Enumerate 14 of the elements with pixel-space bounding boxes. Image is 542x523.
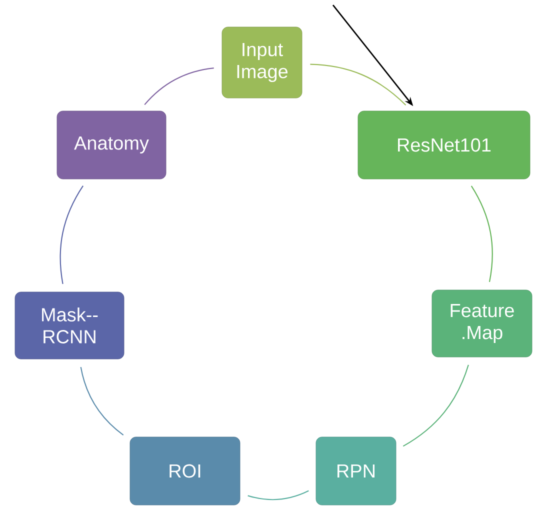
- connector-arc: [144, 68, 214, 106]
- connector-arc: [80, 366, 124, 436]
- process-box: Feature .Map: [432, 290, 532, 358]
- connector-arc: [470, 186, 493, 282]
- connector-arc: [402, 364, 469, 447]
- process-box: RPN: [316, 436, 396, 506]
- connector-arc: [248, 490, 309, 500]
- connector-arc: [310, 64, 406, 106]
- process-box: ResNet101: [358, 110, 530, 180]
- process-box: ROI: [130, 436, 240, 506]
- process-box: Mask-- RCNN: [14, 292, 124, 360]
- process-box: Anatomy: [56, 110, 166, 180]
- connector-arc: [60, 186, 84, 284]
- process-box: Input Image: [222, 26, 302, 98]
